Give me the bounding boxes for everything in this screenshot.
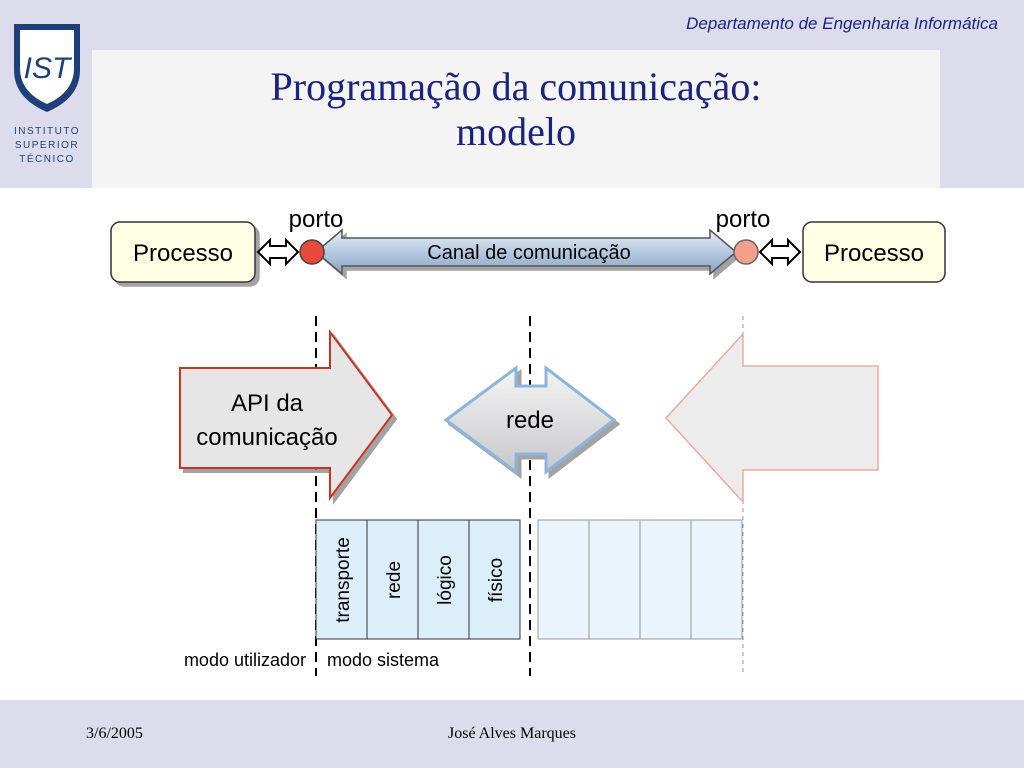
process-right-box xyxy=(802,221,946,283)
title-band xyxy=(92,50,940,188)
remote-layer-cell xyxy=(537,519,590,640)
local-protocol-stack: transporte rede lógico físico xyxy=(315,519,521,640)
layer-rede-cell xyxy=(366,519,419,640)
remote-layer-cell xyxy=(690,519,743,640)
logo-text-line1: INSTITUTO xyxy=(14,126,80,137)
layer-rede-label: rede xyxy=(384,561,405,599)
api-label-line2: comunicação xyxy=(196,424,337,451)
left-bidirectional-arrow xyxy=(256,237,300,267)
api-arrow xyxy=(179,328,394,502)
ist-logo: IST INSTITUTO SUPERIOR TÉCNICO xyxy=(14,24,80,165)
footer-author: José Alves Marques xyxy=(448,725,576,742)
remote-api-arrow xyxy=(664,332,879,504)
department-name: Departamento de Engenharia Informática xyxy=(686,14,998,33)
remote-layer-cell xyxy=(639,519,692,640)
header-right-block xyxy=(940,50,1024,188)
right-bidirectional-arrow xyxy=(758,237,802,267)
slide-title-line1: Programação da comunicação: xyxy=(270,64,762,109)
remote-layer-cell xyxy=(588,519,641,640)
layer-fisico-cell xyxy=(468,519,521,640)
layer-transporte-label: transporte xyxy=(333,537,354,623)
mode-system-label: modo sistema xyxy=(327,650,440,670)
layer-logico-label: lógico xyxy=(435,555,456,605)
channel-label: Canal de comunicação xyxy=(427,242,630,264)
network-arrow xyxy=(443,364,617,476)
footer-date: 3/6/2005 xyxy=(86,725,143,742)
logo-monogram: IST xyxy=(24,52,73,85)
process-left-label: Processo xyxy=(133,240,233,267)
logo-panel: IST INSTITUTO SUPERIOR TÉCNICO xyxy=(0,0,92,188)
slide-title: Programação da comunicação: modelo xyxy=(92,64,940,154)
process-left-box xyxy=(110,221,256,283)
logo-text-line3: TÉCNICO xyxy=(19,152,75,165)
port-right-label: porto xyxy=(716,206,771,233)
slide-title-line2: modelo xyxy=(456,109,576,154)
header-band xyxy=(0,0,1024,50)
port-left-circle xyxy=(299,239,325,265)
layer-fisico-label: físico xyxy=(486,558,507,602)
network-label: rede xyxy=(506,407,554,434)
remote-protocol-stack xyxy=(537,519,743,640)
communication-model-diagram: Processo Processo Canal de comunicação p… xyxy=(110,206,946,676)
process-right-label: Processo xyxy=(824,240,924,267)
logo-text-line2: SUPERIOR xyxy=(15,140,79,151)
api-label-line1: API da xyxy=(231,390,304,417)
port-right-circle xyxy=(733,239,759,265)
footer-band xyxy=(0,700,1024,768)
port-left-label: porto xyxy=(289,206,344,233)
mode-user-label: modo utilizador xyxy=(184,650,306,670)
